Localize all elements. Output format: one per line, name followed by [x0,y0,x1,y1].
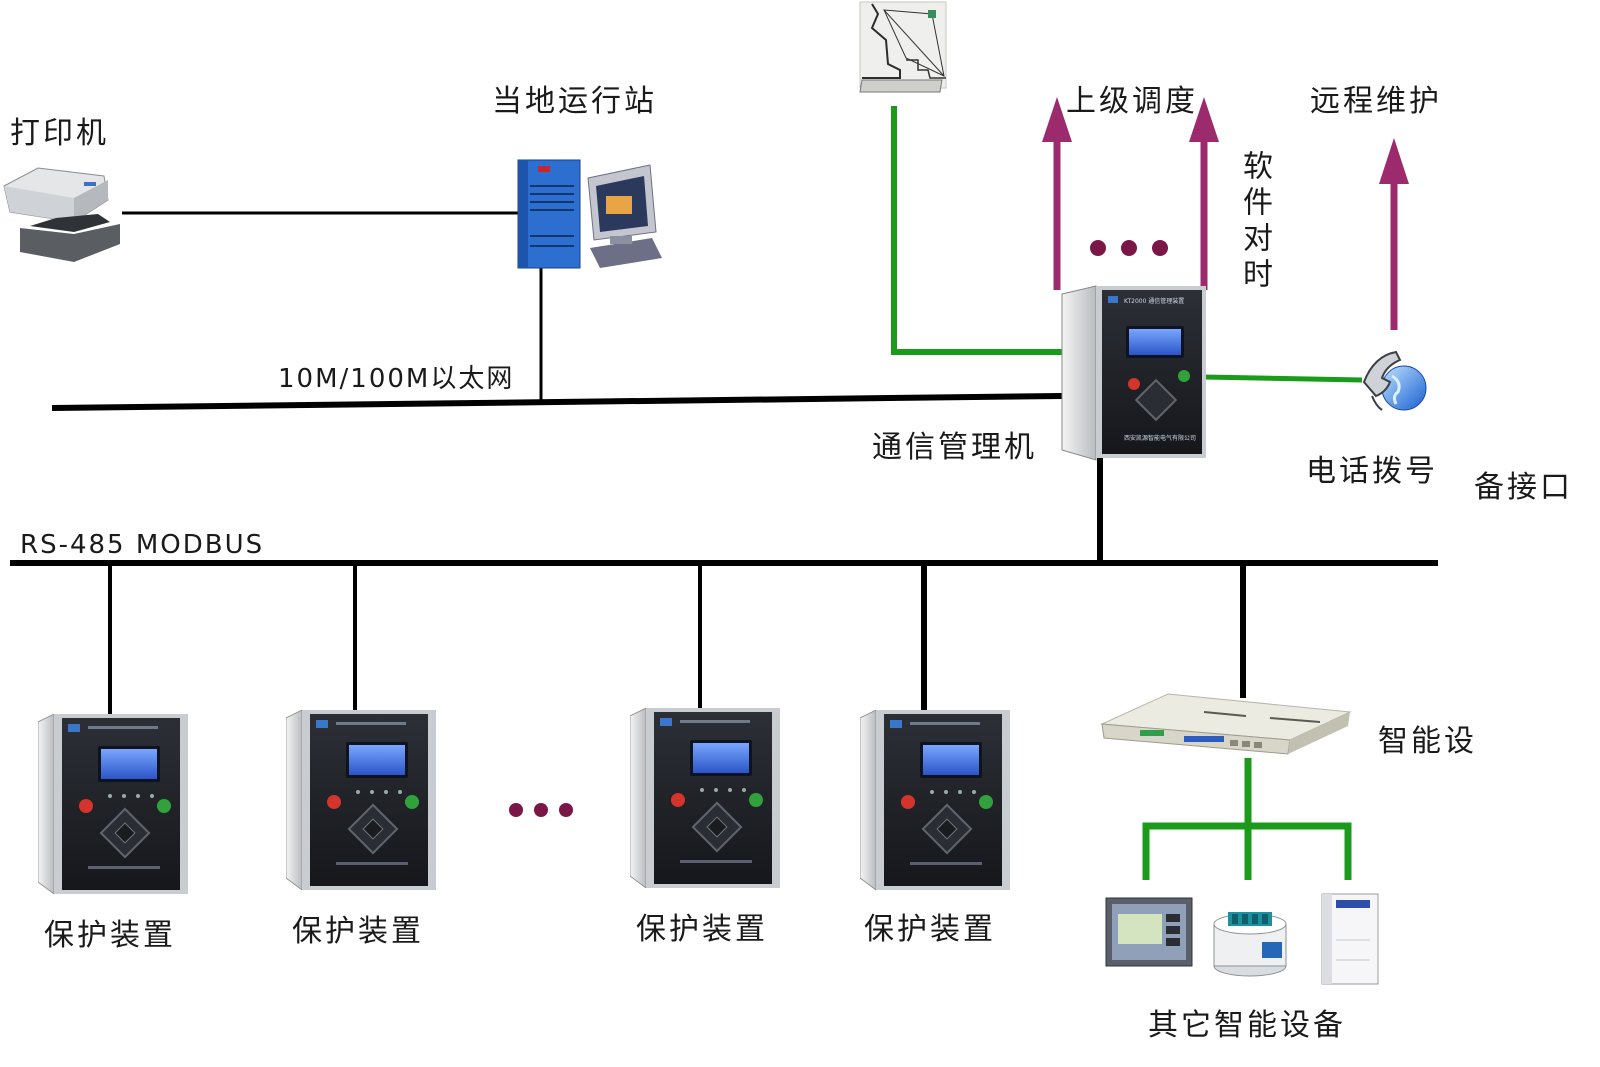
ellipsis-dots-bottom [509,803,573,817]
remote-maintenance-arrow [1379,138,1409,330]
protection-device-label-4: 保护装置 [864,912,996,947]
upper-dispatch-arrow-left [1042,97,1072,290]
smart-device-tree [1142,758,1352,880]
comm-to-phone-link [1203,374,1363,383]
comm-manager-label: 通信管理机 [872,430,1037,465]
network-switch-icon [1100,693,1352,755]
svg-text:KT2000 通信管理装置: KT2000 通信管理装置 [1124,297,1184,305]
sensor-module-icon [1213,912,1287,977]
smart-device-label: 智能设 [1378,724,1477,759]
rs485-label: RS-485 MODBUS [20,530,265,560]
protection-device-label-1: 保护装置 [44,918,176,953]
gps-to-comm-link [891,106,1062,355]
protection-device-label-3: 保护装置 [636,912,768,947]
pc-workstation-icon [517,159,662,269]
phone-globe-icon [1362,350,1427,411]
ethernet-bus [51,393,1063,411]
protection-device-4 [860,710,1010,890]
software-timing-label: 软件对时 [1237,150,1272,294]
ethernet-label: 10M/100M以太网 [278,364,515,394]
protection-device-1 [38,714,188,894]
printer-label: 打印机 [10,116,109,151]
protection-device-2 [286,710,436,890]
panel-meter-icon [1105,897,1193,967]
remote-maintenance-label: 远程维护 [1310,84,1442,119]
upper-dispatch-arrow-right [1189,97,1219,290]
gps-receiver-icon [859,1,947,93]
protection-device-3 [630,708,780,888]
ups-cabinet-icon [1321,893,1379,985]
upper-dispatch-label: 上级调度 [1066,84,1198,119]
other-smart-devices-label: 其它智能设备 [1148,1008,1346,1043]
local-station-label: 当地运行站 [492,84,657,119]
protection-device-label-2: 保护装置 [292,914,424,949]
printer-icon [3,167,120,262]
backup-interface-label: 备接口 [1474,470,1573,505]
svg-text:西安凯源智能电气有限公司: 西安凯源智能电气有限公司 [1124,434,1196,442]
ellipsis-dots-top [1090,240,1168,256]
phone-dial-label: 电话拨号 [1306,454,1438,489]
comm-manager-unit: KT2000 通信管理装置 西安凯源智能电气有限公司 [1061,285,1206,461]
